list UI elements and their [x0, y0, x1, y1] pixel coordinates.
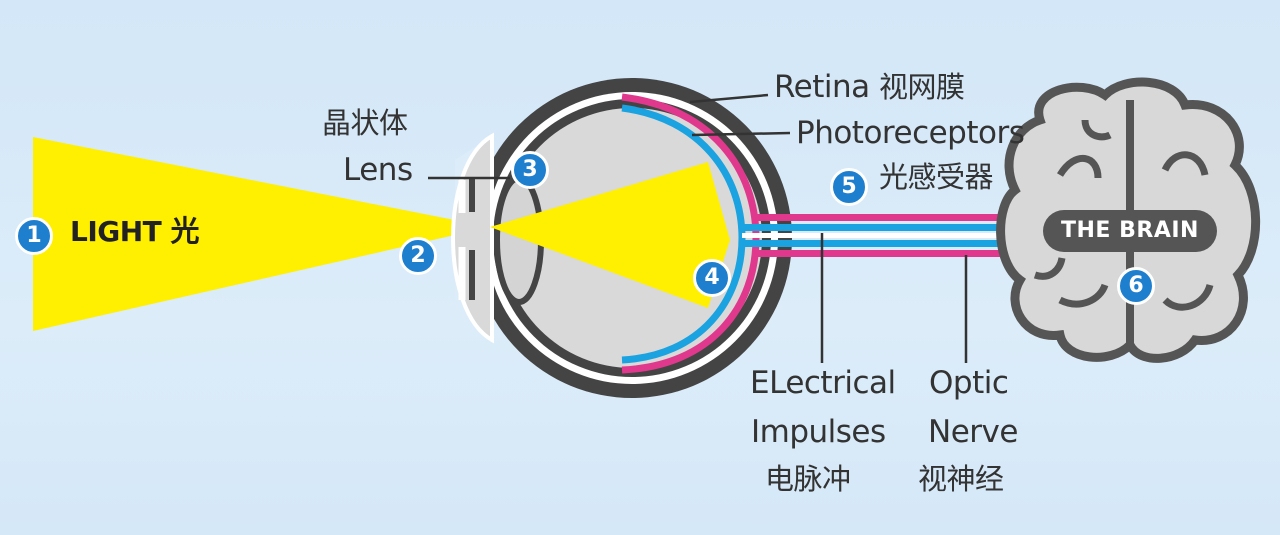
optic-nerve-blue: [742, 224, 1017, 231]
optic-nerve-blue-2: [742, 240, 1017, 247]
label-light-en: LIGHT: [70, 215, 162, 248]
label-light: LIGHT 光: [70, 214, 200, 248]
brain-fold-1: [1057, 154, 1102, 179]
brain-fold-2: [1161, 151, 1209, 176]
label-lens: Lens: [343, 152, 413, 188]
label-light-zh: 光: [170, 214, 200, 248]
brain-fold-6: [1033, 257, 1066, 280]
step-marker-4: 4: [693, 259, 731, 297]
refracted-light-beam: [490, 162, 730, 308]
label-retina-zh: 视网膜: [879, 70, 965, 104]
label-retina: Retina 视网膜: [774, 72, 965, 103]
label-electrical-zh: 电脉冲: [765, 462, 851, 496]
optic-nerve-white: [742, 233, 1017, 238]
label-optic-line2: Nerve: [928, 414, 1018, 450]
incoming-light-beam: [33, 137, 490, 331]
brain-fold-3: [1081, 119, 1112, 141]
leader-retina: [689, 93, 769, 104]
leader-photoreceptors: [691, 131, 791, 137]
label-optic-line1: Optic: [929, 365, 1009, 401]
label-retina-en: Retina: [774, 69, 870, 105]
brain-fold-4: [1058, 283, 1109, 308]
optic-nerve-pink-bottom: [752, 250, 1017, 257]
label-photoreceptors: Photoreceptors: [796, 115, 1025, 151]
label-lens-zh: 晶状体: [322, 106, 408, 140]
label-photoreceptors-zh: 光感受器: [879, 160, 994, 194]
step-marker-6: 6: [1117, 267, 1155, 305]
label-optic-zh: 视神经: [918, 462, 1004, 496]
brain-fold-5: [1162, 283, 1214, 311]
step-marker-3: 3: [511, 151, 549, 189]
step-marker-2: 2: [399, 237, 437, 275]
label-the-brain: THE BRAIN: [1043, 210, 1217, 252]
step-marker-5: 5: [830, 168, 868, 206]
label-electrical-line2: Impulses: [751, 414, 886, 450]
step-marker-1: 1: [15, 217, 53, 255]
label-electrical-line1: ELectrical: [750, 365, 896, 401]
optic-nerve-pink-top: [752, 214, 1017, 221]
